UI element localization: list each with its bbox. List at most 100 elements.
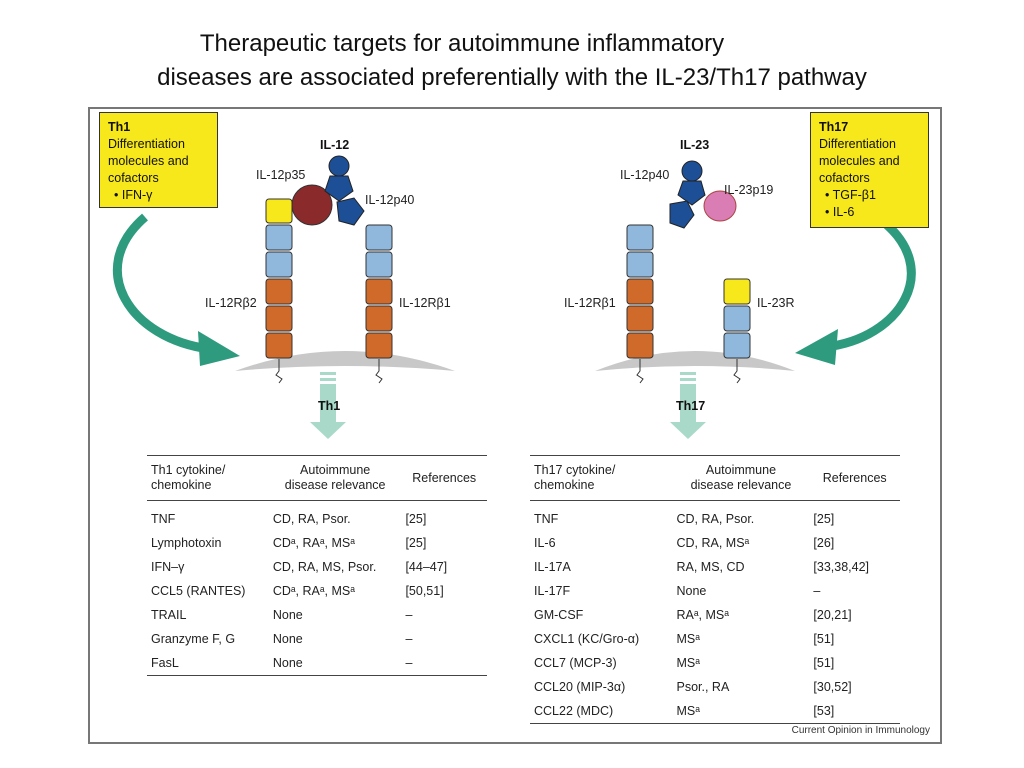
il12rb1-chain-left: [365, 224, 393, 384]
th17-table-cell: [20,21]: [813, 608, 852, 622]
th17-table-cell: CCL22 (MDC): [534, 704, 614, 718]
th17-table-cell: [51]: [813, 632, 835, 646]
th1-table-row: Granzyme F, G None –: [147, 627, 487, 651]
th1-table-row: CCL5 (RANTES)CDᵃ, RAᵃ, MSᵃ[50,51]: [147, 579, 487, 603]
il12rb1-label-left: IL-12Rβ1: [399, 296, 451, 310]
th1-factors-box: Th1 Differentiation molecules and cofact…: [99, 112, 218, 208]
th1-table-cell: CDᵃ, RAᵃ, MSᵃ: [272, 584, 355, 598]
figure-panel: IL-12 IL-12p35 IL-12p40 IL-12Rβ2 IL-12Rβ…: [88, 107, 942, 744]
th17-table-cell: [53]: [813, 704, 835, 718]
th17-table-cell: IL-6: [534, 536, 556, 550]
th17-box-item-2: • IL-6: [825, 205, 855, 219]
il12p40-subunit-right: [669, 160, 706, 229]
th1-curved-arrow: [112, 213, 211, 354]
th17-table-cell: CCL7 (MCP-3): [534, 656, 617, 670]
il23-label: IL-23: [680, 138, 709, 152]
th1-table-cell: Granzyme F, G: [151, 632, 236, 646]
th17-table-cell: CCL20 (MIP-3α): [534, 680, 626, 694]
th1-table-header-1: Autoimmune disease relevance: [268, 455, 402, 501]
th1-table-cell: [25]: [405, 536, 427, 550]
il12p35-subunit: [291, 184, 333, 226]
th1-table-header-2: References: [401, 455, 487, 501]
il12rb1-chain-right: [626, 224, 654, 384]
th1-table-cell: [50,51]: [405, 584, 444, 598]
th17-table-cell: TNF: [534, 512, 559, 526]
il12p40-label-left: IL-12p40: [365, 193, 414, 207]
th17-table-cell: IL-17A: [534, 560, 571, 574]
th17-table-row: CCL7 (MCP-3) MSᵃ [51]: [530, 651, 900, 675]
right-cell-membrane: [595, 351, 795, 371]
th17-arrow-head: [795, 329, 838, 365]
th1-table-cell: CD, RA, Psor.: [272, 512, 351, 526]
th17-table-cell: CD, RA, Psor.: [676, 512, 755, 526]
th17-table-cell: RA, MS, CD: [676, 560, 745, 574]
il12rb2-label: IL-12Rβ2: [205, 296, 257, 310]
th1-box-line-2: molecules and: [108, 154, 189, 168]
th1-down-arrow: [310, 372, 346, 439]
th17-table-row: CXCL1 (KC/Gro-α) MSᵃ [51]: [530, 627, 900, 651]
th17-box-line-1: Differentiation: [819, 137, 896, 151]
th17-table-cell: –: [813, 584, 821, 598]
journal-credit: Current Opinion in Immunology: [791, 725, 930, 736]
th17-down-arrow: [670, 372, 706, 439]
th1-table-cell: None: [272, 608, 303, 622]
th1-table-cell: –: [405, 608, 413, 622]
th17-table-row: GM-CSF RAᵃ, MSᵃ [20,21]: [530, 603, 900, 627]
th1-table-cell: FasL: [151, 656, 179, 670]
th1-box-line-1: Differentiation: [108, 137, 185, 151]
th17-box-title: Th17: [819, 120, 849, 134]
il12rb2-chain: [265, 198, 293, 384]
th1-table-cell: [25]: [405, 512, 427, 526]
th17-table-cell: MSᵃ: [676, 632, 700, 646]
th1-table-cell: Lymphotoxin: [151, 536, 222, 550]
th17-factors-box: Th17 Differentiation molecules and cofac…: [810, 112, 929, 228]
il12p40-subunit-left: [324, 155, 365, 226]
th1-table-cell: [44–47]: [405, 560, 448, 574]
il23p19-subunit: [703, 190, 737, 222]
th1-box-line-3: cofactors: [108, 171, 159, 185]
th17-table-cell: IL-17F: [534, 584, 571, 598]
il12p40-label-right: IL-12p40: [620, 168, 669, 182]
th1-table-cell: CD, RA, MS, Psor.: [272, 560, 377, 574]
th17-table-cell: CD, RA, MSᵃ: [676, 536, 750, 550]
th17-table-cell: [26]: [813, 536, 835, 550]
th17-table-cell: Psor., RA: [676, 680, 730, 694]
th17-box-item-1: • TGF-β1: [825, 188, 876, 202]
th1-box-item: • IFN-γ: [114, 188, 153, 202]
il12-label: IL-12: [320, 138, 349, 152]
th17-table-cell: GM-CSF: [534, 608, 584, 622]
th17-table-cell: [51]: [813, 656, 835, 670]
slide-title-line-1: Therapeutic targets for autoimmune infla…: [199, 30, 725, 57]
th17-curved-arrow: [824, 215, 916, 352]
th17-table-cell: [25]: [813, 512, 835, 526]
th17-table-cell: MSᵃ: [676, 656, 700, 670]
th17-table-cell: MSᵃ: [676, 704, 700, 718]
th17-table-row: IL-6 CD, RA, MSᵃ [26]: [530, 531, 900, 555]
receptor-diagram: IL-12 IL-12p35 IL-12p40 IL-12Rβ2 IL-12Rβ…: [112, 138, 916, 439]
th17-table-cell: CXCL1 (KC/Gro-α): [534, 632, 640, 646]
th17-table-header-0: Th17 cytokine/ chemokine: [530, 455, 673, 501]
il12rb1-label-right: IL-12Rβ1: [564, 296, 616, 310]
th1-table-cell: –: [405, 656, 413, 670]
th17-table-cell: RAᵃ, MSᵃ: [676, 608, 729, 622]
th17-box-line-3: cofactors: [819, 171, 870, 185]
th1-arrow-head: [198, 331, 240, 366]
th1-table-cell: CDᵃ, RAᵃ, MSᵃ: [272, 536, 355, 550]
th1-table-cell: None: [272, 632, 303, 646]
th17-cell-label: Th17: [676, 399, 705, 413]
il23p19-label: IL-23p19: [724, 183, 773, 197]
slide-title-line-2: diseases are associated preferentially w…: [157, 64, 867, 91]
th17-box-line-2: molecules and: [819, 154, 900, 168]
th1-table-cell: –: [405, 632, 413, 646]
th17-table-header-2: References: [809, 455, 900, 501]
th1-table-header-0: Th1 cytokine/ chemokine: [147, 455, 269, 501]
th1-box-title: Th1: [108, 120, 131, 134]
